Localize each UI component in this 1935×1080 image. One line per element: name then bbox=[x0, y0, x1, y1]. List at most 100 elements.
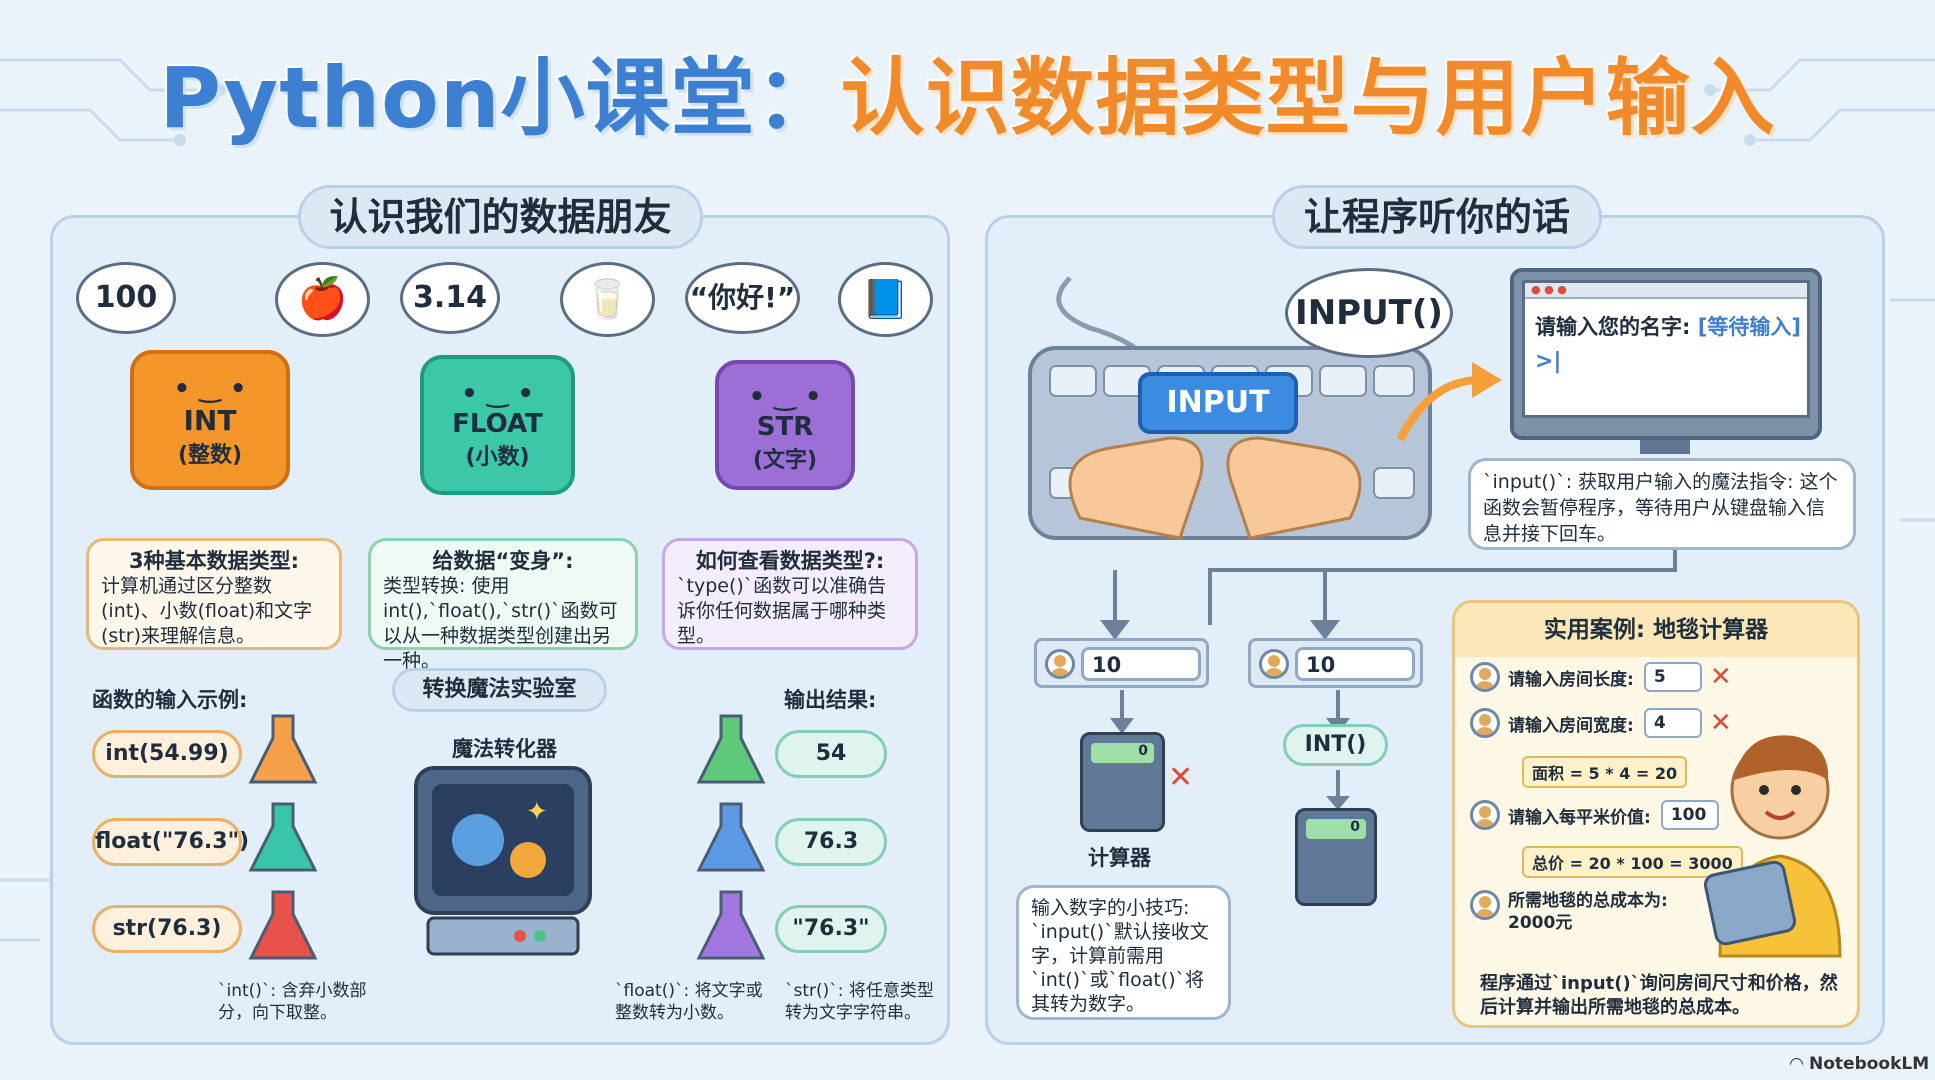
case-title: 实用案例: 地毯计算器 bbox=[1455, 603, 1857, 657]
flask-icon bbox=[696, 890, 766, 960]
note-int: `int()`: 含弃小数部分，向下取整。 bbox=[218, 981, 367, 1023]
input-pill-int: int(54.99) bbox=[92, 730, 242, 778]
right-panel-heading: 让程序听你的话 bbox=[1272, 185, 1602, 249]
case-row-length: 请输入房间长度: 5 ✕ bbox=[1470, 662, 1732, 692]
case-result: 所需地毯的总成本为: 2000元 bbox=[1470, 890, 1668, 934]
case-row-width-value: 4 bbox=[1643, 708, 1702, 738]
flask-icon bbox=[696, 802, 766, 872]
face-icon: • ‿ • bbox=[173, 374, 247, 404]
formula-area: 面积 = 5 * 4 = 20 bbox=[1522, 756, 1688, 788]
calculator-icon-right: 0 bbox=[1295, 808, 1377, 906]
apple-icon: 🍎 bbox=[275, 262, 370, 337]
brand-label: ◠ NotebookLM bbox=[1790, 1054, 1929, 1074]
input-desc: `input()`: 获取用户输入的魔法指令: 这个函数会暂停程序，等待用户从键… bbox=[1468, 458, 1856, 550]
output-pill-str: "76.3" bbox=[775, 905, 887, 953]
book-icon: 📘 bbox=[838, 262, 933, 337]
gear-icon bbox=[452, 814, 504, 866]
brand-logo-icon: ◠ bbox=[1790, 1054, 1804, 1074]
calculator-label: 计算器 bbox=[1088, 846, 1151, 870]
desc-type-check: 如何查看数据类型?: `type()`函数可以准确告诉你任何数据属于哪种类型。 bbox=[662, 538, 918, 650]
desc-conversion-title: 给数据“变身”: bbox=[432, 549, 574, 573]
input-pill-float: float("76.3") bbox=[92, 818, 249, 866]
page-title: Python小课堂：认识数据类型与用户输入 bbox=[0, 48, 1935, 148]
input-pill-str: str(76.3) bbox=[92, 905, 242, 953]
calc-display-left: 0 bbox=[1091, 743, 1154, 763]
user-icon bbox=[1470, 800, 1500, 830]
flask-icon bbox=[248, 890, 318, 960]
desc-conversion: 给数据“变身”: 类型转换: 使用int(),`float(),`str()`函… bbox=[368, 538, 638, 672]
formula-total: 总价 = 20 * 100 = 3000 bbox=[1522, 846, 1743, 878]
case-footer: 程序通过`input()`询问房间尺寸和价格，然后计算并输出所需地毯的总成本。 bbox=[1480, 973, 1838, 1018]
float-character: • ‿ • FLOAT (小数) bbox=[420, 355, 575, 495]
input-function-bubble: INPUT() bbox=[1285, 268, 1453, 358]
case-row-length-value: 5 bbox=[1643, 662, 1702, 692]
error-x-icon: ✕ bbox=[1168, 760, 1194, 795]
desc-conversion-body: 类型转换: 使用int(),`float(),`str()`函数可以从一种数据类… bbox=[383, 575, 618, 672]
face-icon: • ‿ • bbox=[748, 382, 822, 412]
desc-type-check-title: 如何查看数据类型?: bbox=[695, 549, 885, 573]
case-row-width-label: 请输入房间宽度: bbox=[1508, 715, 1634, 736]
monitor-stand bbox=[1640, 440, 1690, 454]
arrow-icon bbox=[1396, 362, 1502, 442]
machine-label: 魔法转化器 bbox=[452, 737, 557, 761]
int-name: INT bbox=[183, 404, 237, 437]
flask-icon bbox=[248, 714, 318, 784]
input-flasks bbox=[248, 714, 318, 960]
input-key: INPUT bbox=[1138, 372, 1298, 434]
calculator-icon-left: 0 bbox=[1080, 732, 1165, 832]
svg-text:✦: ✦ bbox=[526, 797, 548, 827]
magic-converter-machine: ✦ bbox=[414, 766, 592, 956]
monitor-screen: ● ● ● 请输入您的名字: [等待输入] >| bbox=[1522, 280, 1810, 418]
input-row-left: 10 bbox=[1034, 638, 1209, 688]
note-float: `float()`: 将文字或整数转为小数。 bbox=[615, 981, 763, 1023]
flask-icon bbox=[696, 714, 766, 784]
desc-basic-types-body: 计算机通过区分整数(int)、小数(float)和文字(str)来理解信息。 bbox=[101, 575, 313, 647]
value-field-left: 10 bbox=[1081, 647, 1201, 681]
case-result-value: 2000元 bbox=[1508, 913, 1573, 933]
case-result-label: 所需地毯的总成本为: bbox=[1508, 891, 1668, 911]
calc-display-right: 0 bbox=[1306, 819, 1366, 839]
child-with-tablet-illustration bbox=[1703, 735, 1842, 958]
int-sub: (整数) bbox=[177, 443, 243, 468]
error-x-icon: ✕ bbox=[1709, 662, 1732, 692]
tip-box: 输入数字的小技巧: `input()`默认接收文字，计算前需用`int()`或`… bbox=[1016, 885, 1231, 1020]
user-icon bbox=[1470, 708, 1500, 738]
case-row-length-label: 请输入房间长度: bbox=[1508, 669, 1634, 690]
user-icon bbox=[1045, 649, 1075, 679]
user-icon bbox=[1470, 662, 1500, 692]
output-pill-int: 54 bbox=[775, 730, 887, 778]
error-x-icon: ✕ bbox=[1709, 708, 1732, 738]
desc-basic-types-title: 3种基本数据类型: bbox=[128, 549, 299, 573]
title-part1: Python小课堂： bbox=[159, 49, 841, 147]
str-character: • ‿ • STR (文字) bbox=[715, 360, 855, 490]
float-sub: (小数) bbox=[465, 445, 530, 470]
face-icon: • ‿ • bbox=[461, 379, 534, 409]
int-function-pill: INT() bbox=[1283, 724, 1388, 766]
gear-icon bbox=[510, 842, 546, 878]
title-part2: 认识数据类型与用户输入 bbox=[840, 49, 1776, 147]
str-value-bubble: “你好!” bbox=[685, 262, 800, 334]
case-row-price: 请输入每平米价值: 100 bbox=[1470, 800, 1719, 830]
screen-wait: [等待输入] bbox=[1697, 315, 1801, 339]
note-str: `str()`: 将任意类型转为文字字符串。 bbox=[785, 981, 934, 1023]
int-character: • ‿ • INT (整数) bbox=[130, 350, 290, 490]
brand-name: NotebookLM bbox=[1809, 1054, 1930, 1074]
int-value-bubble: 100 bbox=[76, 262, 176, 334]
input-examples-label: 函数的输入示例: bbox=[92, 688, 248, 712]
output-pill-float: 76.3 bbox=[775, 818, 887, 866]
float-name: FLOAT bbox=[452, 409, 543, 439]
input-row-right: 10 bbox=[1248, 638, 1423, 688]
str-name: STR bbox=[756, 412, 814, 442]
case-row-width: 请输入房间宽度: 4 ✕ bbox=[1470, 708, 1732, 738]
flask-icon bbox=[248, 802, 318, 872]
str-sub: (文字) bbox=[752, 448, 818, 473]
flow-arrows bbox=[1100, 550, 1677, 640]
case-row-price-label: 请输入每平米价值: bbox=[1508, 807, 1651, 828]
user-icon bbox=[1259, 649, 1289, 679]
window-dots-icon: ● ● ● bbox=[1525, 283, 1807, 299]
lab-title: 转换魔法实验室 bbox=[392, 668, 607, 712]
value-field-right: 10 bbox=[1295, 647, 1415, 681]
desc-type-check-body: `type()`函数可以准确告诉你任何数据属于哪种类型。 bbox=[677, 575, 887, 647]
screen-cursor: >| bbox=[1535, 349, 1562, 374]
desc-basic-types: 3种基本数据类型: 计算机通过区分整数(int)、小数(float)和文字(st… bbox=[86, 538, 342, 650]
